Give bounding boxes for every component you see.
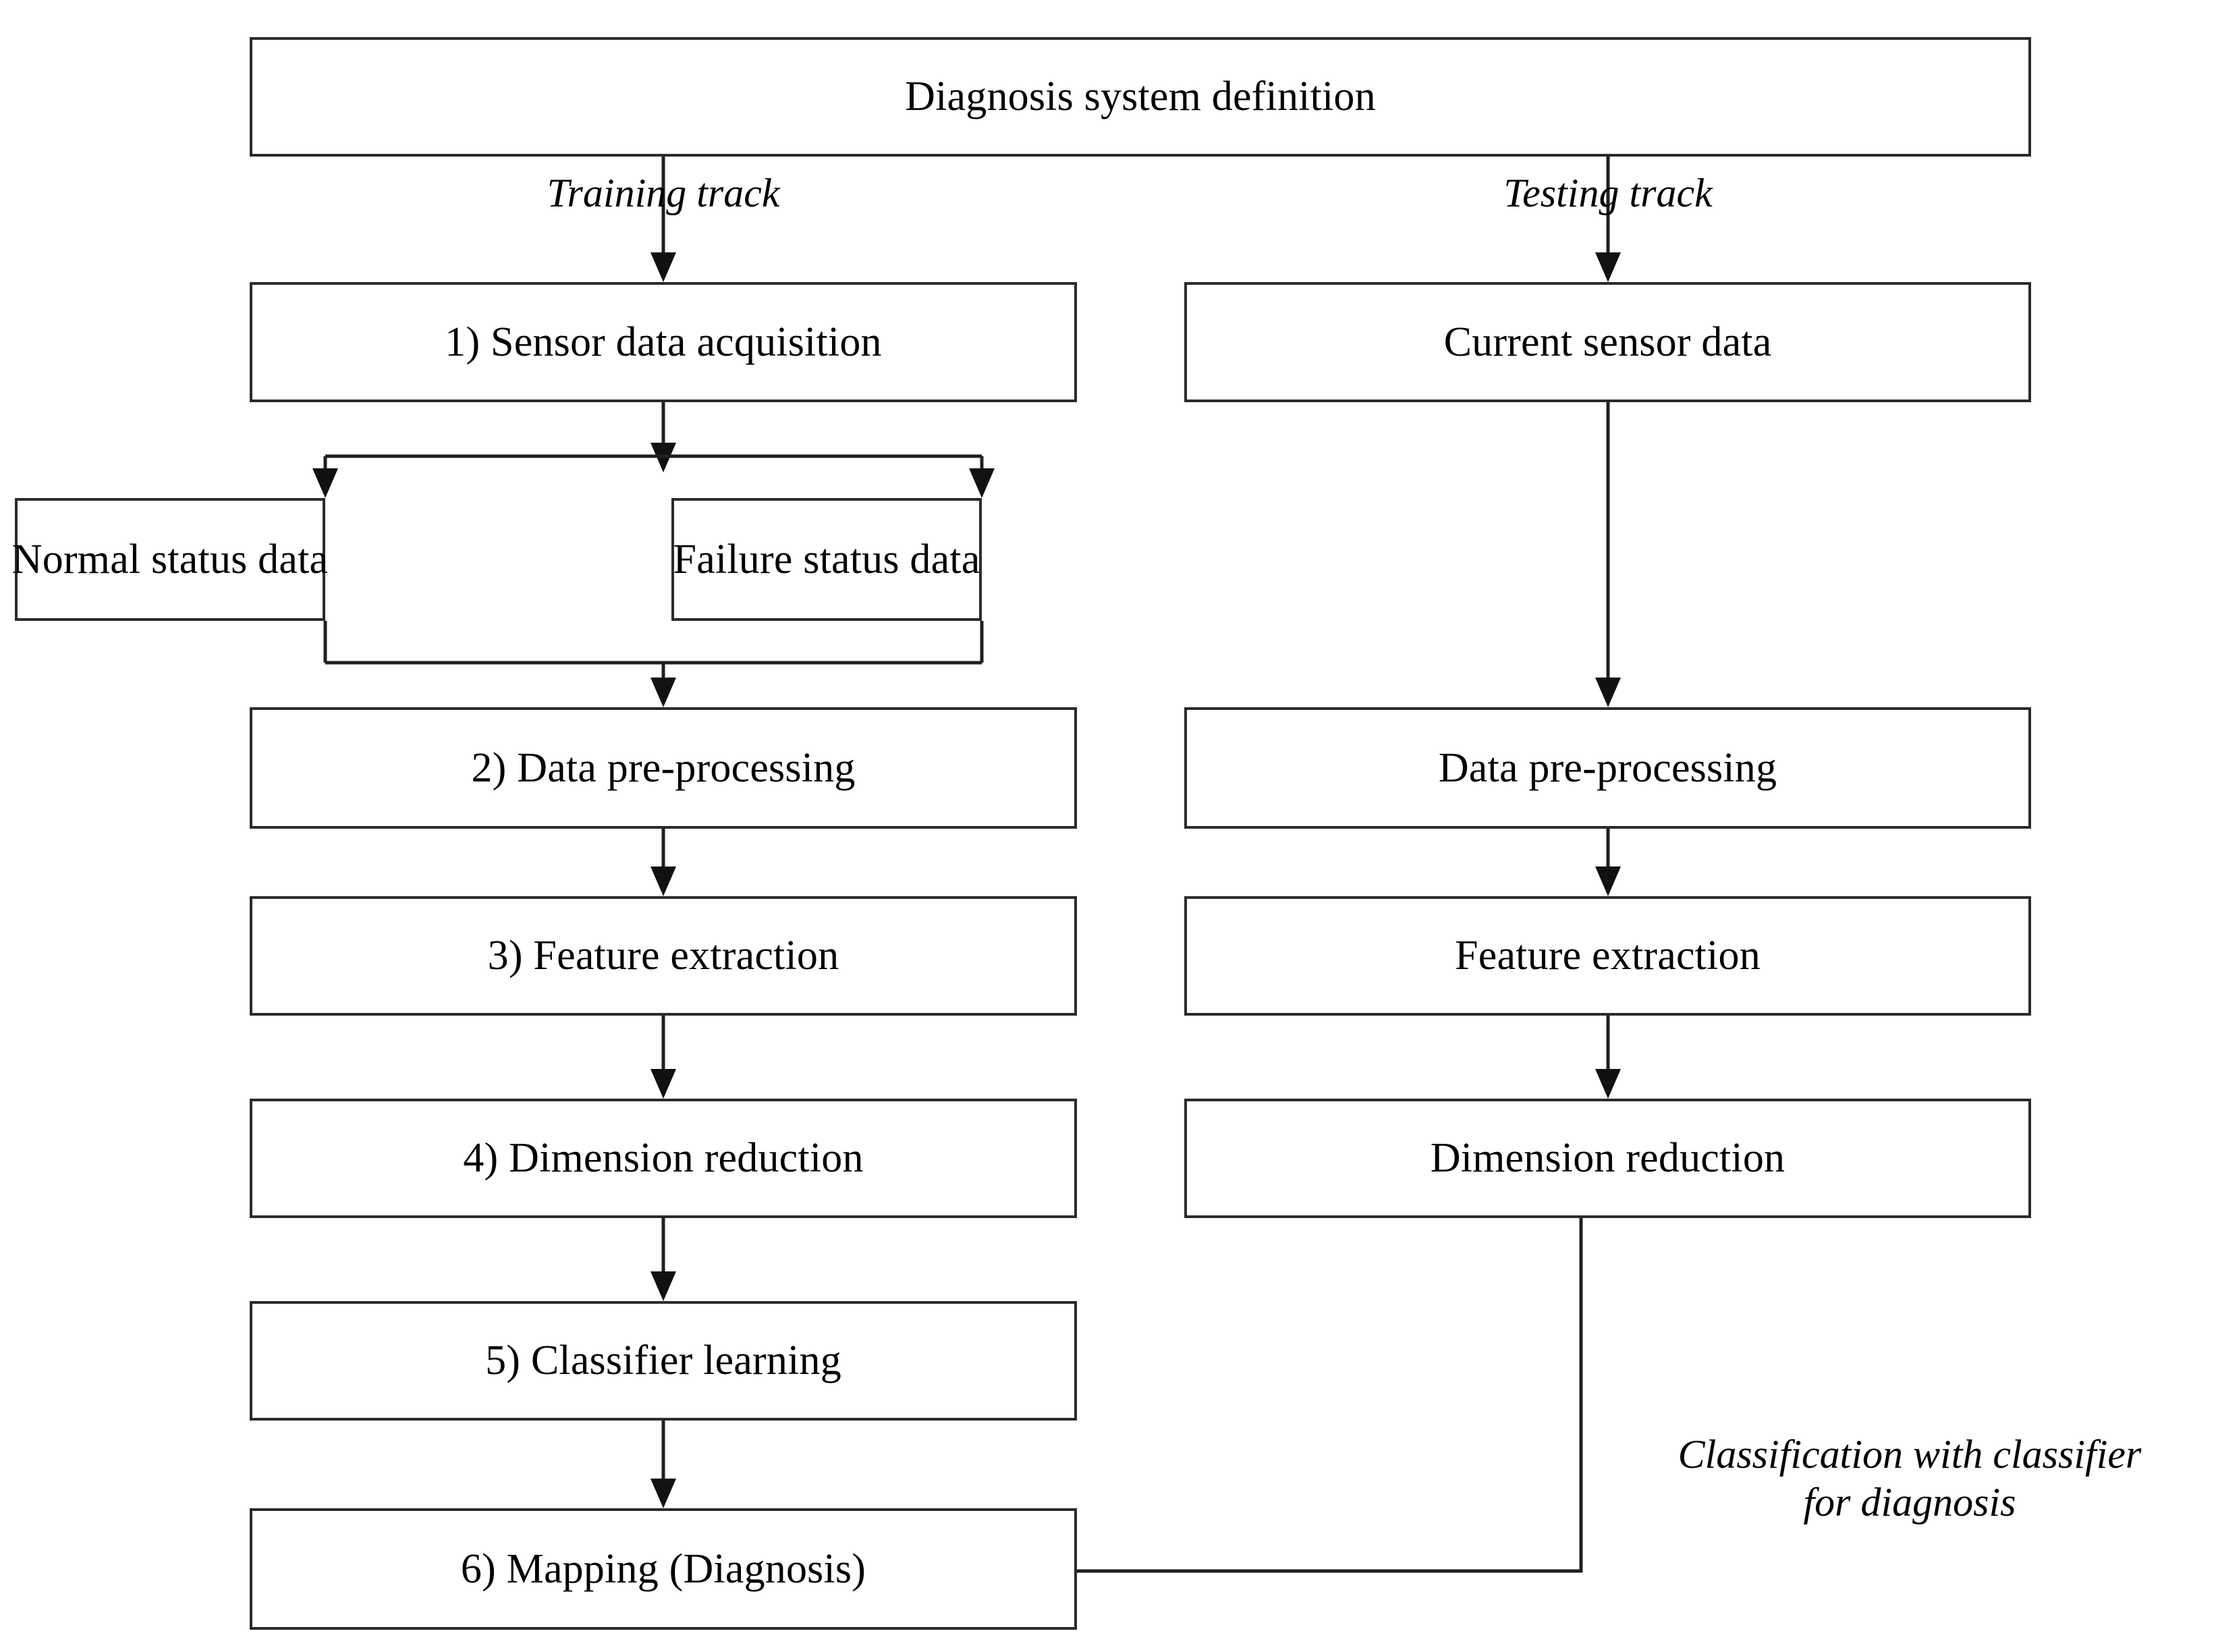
node-label-diagnosis-system-definition: Diagnosis system definition (905, 74, 1376, 120)
node-label-normal-status-data: Normal status data (11, 536, 329, 582)
node-failure-status-data[interactable]: Failure status data (671, 498, 982, 621)
node-testing-feature-extraction[interactable]: Feature extraction (1184, 896, 2031, 1016)
node-training-data-pre-processing[interactable]: 2) Data pre-processing (250, 707, 1077, 829)
node-sensor-data-acquisition[interactable]: 1) Sensor data acquisition (250, 282, 1077, 402)
node-training-feature-extraction[interactable]: 3) Feature extraction (250, 896, 1077, 1016)
track-label-testing: Testing track (1503, 171, 1713, 215)
node-training-dimension-reduction[interactable]: 4) Dimension reduction (250, 1099, 1077, 1218)
arrowhead-left-feature-to-dimension (650, 1069, 676, 1099)
arrowhead-left-dimension-to-classifier (650, 1271, 676, 1301)
node-current-sensor-data[interactable]: Current sensor data (1184, 282, 2031, 402)
node-diagnosis-system-definition[interactable]: Diagnosis system definition (250, 37, 2031, 157)
node-mapping-diagnosis[interactable]: 6) Mapping (Diagnosis) (250, 1508, 1077, 1630)
arrowhead-right-preprocessing-to-feature (1595, 866, 1621, 896)
edge-label-classification-with-classifier: Classification with classifier for diagn… (1678, 1432, 2142, 1524)
node-label-testing-dimension-reduction: Dimension reduction (1430, 1135, 1785, 1182)
node-normal-status-data[interactable]: Normal status data (11, 498, 329, 621)
arrowhead-split-to-failure-status (969, 468, 995, 498)
node-label-classifier-learning: 5) Classifier learning (485, 1338, 841, 1384)
arrowhead-title-to-current-sensor-data (1595, 252, 1621, 282)
track-label-training: Training track (547, 171, 780, 215)
node-label-sensor-data-acquisition: 1) Sensor data acquisition (445, 319, 882, 365)
node-label-failure-status-data: Failure status data (673, 536, 980, 582)
arrowhead-left-classifier-to-mapping (650, 1479, 676, 1508)
node-label-training-dimension-reduction: 4) Dimension reduction (463, 1135, 864, 1182)
node-label-testing-feature-extraction: Feature extraction (1455, 933, 1761, 979)
node-testing-dimension-reduction[interactable]: Dimension reduction (1184, 1099, 2031, 1218)
node-label-mapping-diagnosis: 6) Mapping (Diagnosis) (460, 1545, 866, 1592)
node-classifier-learning[interactable]: 5) Classifier learning (250, 1301, 1077, 1421)
arrowhead-title-to-sensor-acquisition (650, 252, 676, 282)
node-testing-data-pre-processing[interactable]: Data pre-processing (1184, 707, 2031, 829)
arrowhead-split-to-normal-status (312, 468, 338, 498)
arrowhead-left-preprocessing-to-feature (650, 866, 676, 896)
arrowhead-sensor-acquisition-split (650, 443, 676, 472)
node-label-current-sensor-data: Current sensor data (1443, 319, 1772, 365)
node-label-testing-data-pre-processing: Data pre-processing (1438, 744, 1777, 791)
arrowhead-right-current-to-preprocessing (1595, 678, 1621, 707)
node-label-training-feature-extraction: 3) Feature extraction (487, 933, 839, 979)
node-label-training-data-pre-processing: 2) Data pre-processing (471, 744, 856, 791)
edge-right-dimension-to-mapping (1061, 1218, 1583, 1573)
arrowhead-right-feature-to-dimension (1595, 1069, 1621, 1099)
arrowhead-merge-to-data-preprocessing (650, 678, 676, 707)
